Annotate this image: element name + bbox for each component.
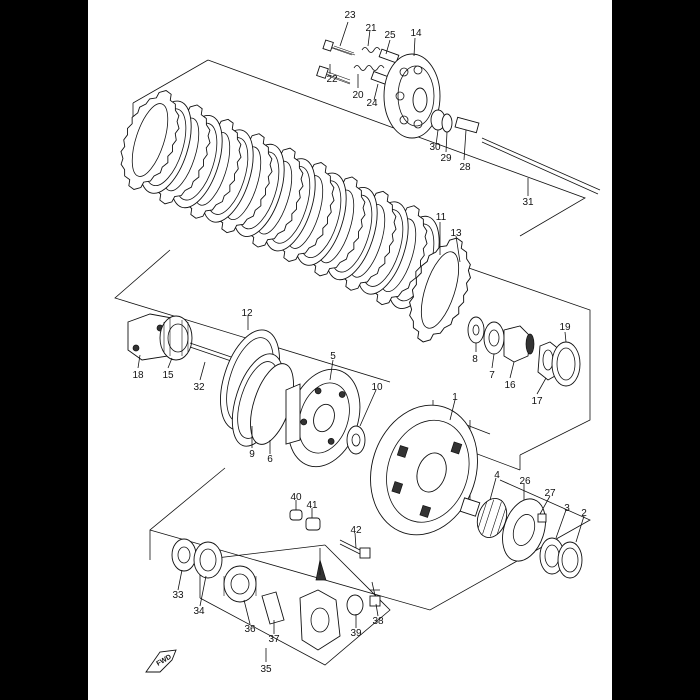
- part-label-30: 30: [429, 142, 441, 153]
- part-label-5: 5: [330, 351, 336, 362]
- part-label-24: 24: [366, 98, 378, 109]
- part-label-39: 39: [350, 628, 362, 639]
- part-label-29: 29: [440, 153, 452, 164]
- part-label-12: 12: [241, 308, 253, 319]
- part-label-40: 40: [290, 492, 302, 503]
- part-label-42: 42: [350, 525, 362, 536]
- part-label-15: 15: [162, 370, 174, 381]
- part-label-41: 41: [306, 500, 318, 511]
- part-label-13: 13: [450, 228, 462, 239]
- part-label-26: 26: [519, 476, 531, 487]
- part-label-2: 2: [581, 508, 587, 519]
- part-label-28: 28: [459, 162, 471, 173]
- part-label-23: 23: [344, 10, 356, 21]
- part-label-37: 37: [268, 634, 280, 645]
- part-label-14: 14: [410, 28, 422, 39]
- part-label-18: 18: [132, 370, 144, 381]
- part-label-11: 11: [436, 212, 447, 223]
- part-label-6: 6: [267, 454, 273, 465]
- part-label-34: 34: [193, 606, 205, 617]
- part-label-21: 21: [365, 23, 377, 34]
- part-label-16: 16: [504, 380, 516, 391]
- part-label-27: 27: [544, 488, 556, 499]
- part-label-38: 38: [372, 616, 384, 627]
- part-label-33: 33: [172, 590, 184, 601]
- middle-row-parts: [127, 313, 583, 579]
- part-number-labels: 23 21 25 14 22 20 24 30 29 28 31 11 13 1…: [132, 10, 587, 675]
- part-label-10: 10: [371, 382, 383, 393]
- leader-lines: [137, 21, 585, 662]
- part-label-31: 31: [522, 197, 534, 208]
- part-label-9: 9: [249, 449, 255, 460]
- part-label-17: 17: [531, 396, 543, 407]
- part-label-35: 35: [260, 664, 272, 675]
- part-label-20: 20: [352, 90, 364, 101]
- part-label-19: 19: [559, 322, 571, 333]
- pressure-plate-group: [316, 39, 601, 195]
- bottom-row-parts: [171, 509, 381, 651]
- part-label-3: 3: [564, 503, 570, 514]
- part-label-8: 8: [472, 354, 478, 365]
- part-label-4: 4: [494, 470, 500, 481]
- fwd-arrow: FWD: [145, 649, 177, 673]
- part-label-1: 1: [452, 392, 458, 403]
- part-label-36: 36: [244, 624, 256, 635]
- part-label-22: 22: [326, 74, 338, 85]
- part-label-32: 32: [193, 382, 205, 393]
- part-label-7: 7: [489, 370, 495, 381]
- part-label-25: 25: [384, 30, 396, 41]
